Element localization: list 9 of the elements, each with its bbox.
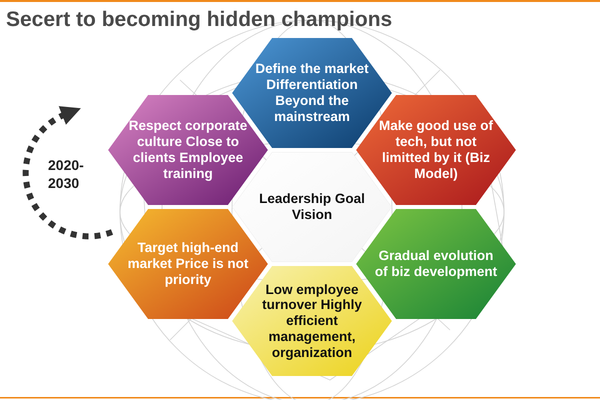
- hexagon-text: Low employee turnover Highly efficient management, organization: [261, 282, 363, 360]
- hexagon-text: Respect corporate culture Close to clients Employee training: [128, 118, 248, 182]
- hexagon-text: Gradual evolution of biz development: [374, 248, 498, 280]
- hexagon-text: Define the market Differentiation Beyond the mainstream: [254, 61, 370, 125]
- hexagon-text: Make good use of tech, but not limitted by it (Biz Model): [378, 118, 494, 182]
- period-label: 2020-2030: [48, 156, 85, 192]
- hexagon-text: Target high-end market Price is not priority: [126, 240, 250, 288]
- diagram-title: Secert to becoming hidden champions: [6, 8, 392, 32]
- hexagon-text: Leadership Goal Vision: [258, 191, 366, 223]
